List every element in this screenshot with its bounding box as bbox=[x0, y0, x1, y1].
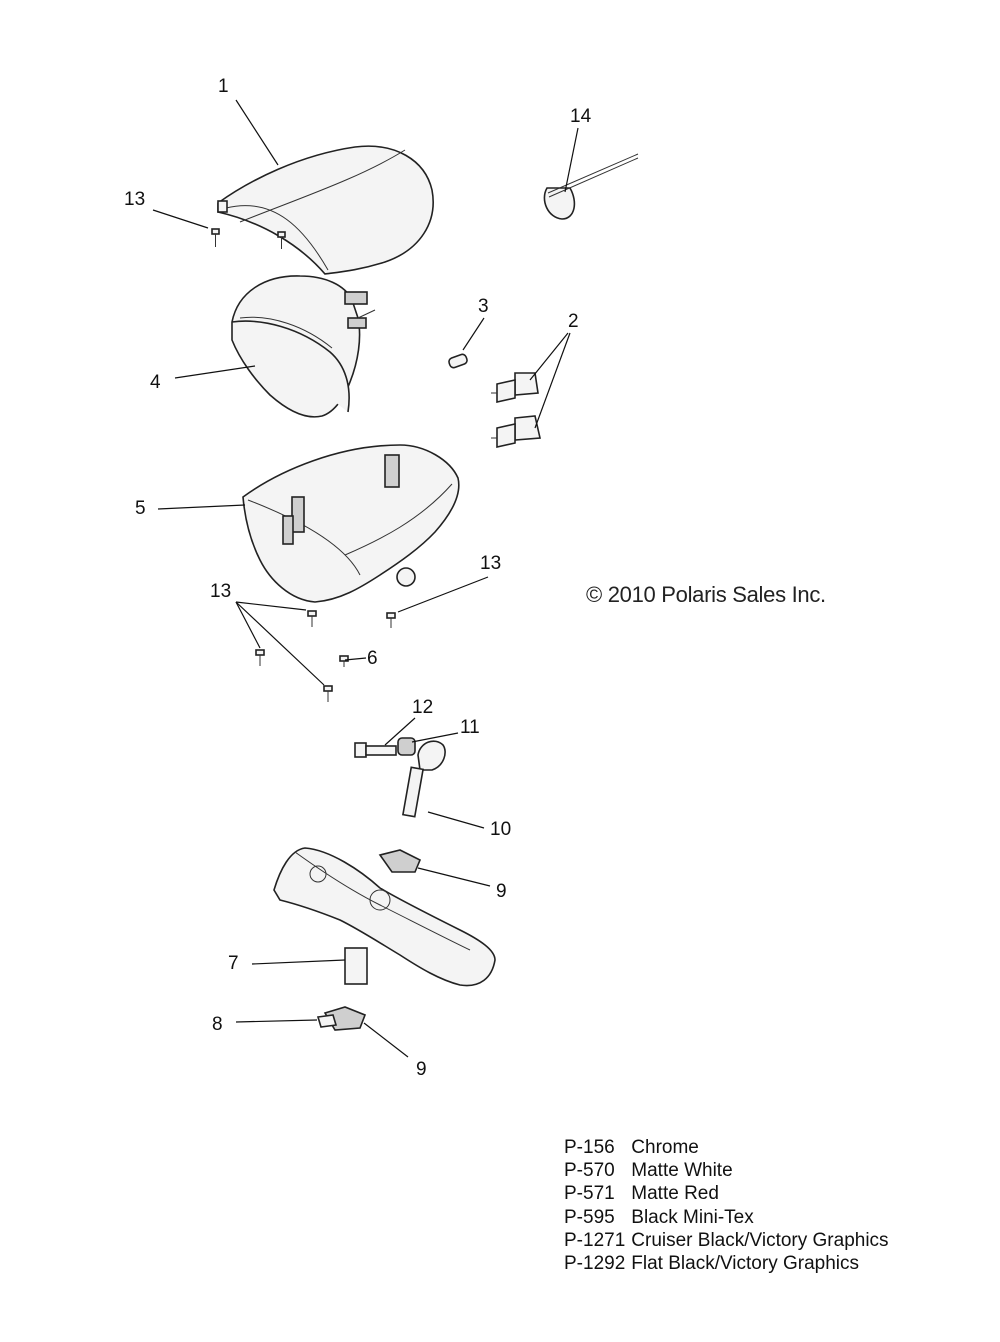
part-cable-tie bbox=[543, 153, 639, 220]
legend-code: P-1271 bbox=[564, 1229, 626, 1251]
part-screws-upper bbox=[211, 228, 286, 249]
legend-row: P-570 Matte White bbox=[564, 1159, 889, 1182]
callout-14: 14 bbox=[570, 106, 592, 127]
legend-code: P-1292 bbox=[564, 1252, 626, 1274]
callout-13-right: 13 bbox=[480, 553, 502, 574]
part-fork-tube bbox=[344, 947, 368, 985]
callout-9-lower: 9 bbox=[416, 1059, 427, 1080]
part-triple-clamp bbox=[273, 847, 496, 987]
part-nut bbox=[316, 1014, 338, 1028]
copyright-notice: © 2010 Polaris Sales Inc. bbox=[586, 582, 826, 607]
legend-row: P-595 Black Mini-Tex bbox=[564, 1206, 889, 1229]
callout-8: 8 bbox=[212, 1014, 223, 1035]
legend-row: P-571 Matte Red bbox=[564, 1182, 889, 1205]
part-spacer bbox=[397, 737, 416, 756]
legend-row: P-1271 Cruiser Black/Victory Graphics bbox=[564, 1229, 889, 1252]
legend-code: P-156 bbox=[564, 1137, 615, 1158]
legend-code: P-571 bbox=[564, 1183, 615, 1205]
legend-row: P-156 Chrome bbox=[564, 1136, 889, 1159]
legend-description: Matte Red bbox=[631, 1183, 719, 1205]
legend-description: Chrome bbox=[631, 1137, 699, 1158]
callout-13-left: 13 bbox=[210, 581, 232, 602]
part-bolt bbox=[354, 742, 397, 758]
legend-description: Matte White bbox=[631, 1160, 733, 1182]
callout-13-upper: 13 bbox=[124, 189, 146, 210]
part-headlight-housing bbox=[242, 444, 460, 603]
part-headlight-assembly bbox=[231, 275, 376, 418]
legend-description: Black Mini-Tex bbox=[631, 1206, 754, 1228]
paint-code-legend: P-156 Chrome P-570 Matte White P-571 Mat… bbox=[564, 1136, 889, 1275]
callout-2: 2 bbox=[568, 311, 579, 332]
part-small-bulb bbox=[448, 353, 468, 369]
legend-description: Flat Black/Victory Graphics bbox=[631, 1252, 860, 1274]
callout-9-upper: 9 bbox=[496, 881, 507, 902]
callout-1: 1 bbox=[218, 76, 229, 97]
legend-description: Cruiser Black/Victory Graphics bbox=[631, 1229, 889, 1251]
callout-5: 5 bbox=[135, 498, 146, 519]
legend-code: P-595 bbox=[564, 1206, 615, 1228]
leader-lines bbox=[152, 99, 579, 1058]
legend-code: P-570 bbox=[564, 1160, 615, 1182]
callout-7: 7 bbox=[228, 953, 239, 974]
callout-6: 6 bbox=[367, 648, 378, 669]
legend-row: P-1292 Flat Black/Victory Graphics bbox=[564, 1252, 889, 1275]
callout-10: 10 bbox=[490, 819, 512, 840]
part-visor-cover bbox=[217, 145, 434, 275]
callout-4: 4 bbox=[150, 372, 161, 393]
callout-12: 12 bbox=[412, 697, 434, 718]
part-headlight-bulbs bbox=[491, 372, 541, 448]
part-mount-bracket bbox=[401, 740, 446, 818]
callout-11: 11 bbox=[460, 717, 480, 738]
callout-3: 3 bbox=[478, 296, 489, 317]
part-screws-lower bbox=[255, 610, 396, 702]
part-bushing-upper bbox=[378, 849, 422, 873]
